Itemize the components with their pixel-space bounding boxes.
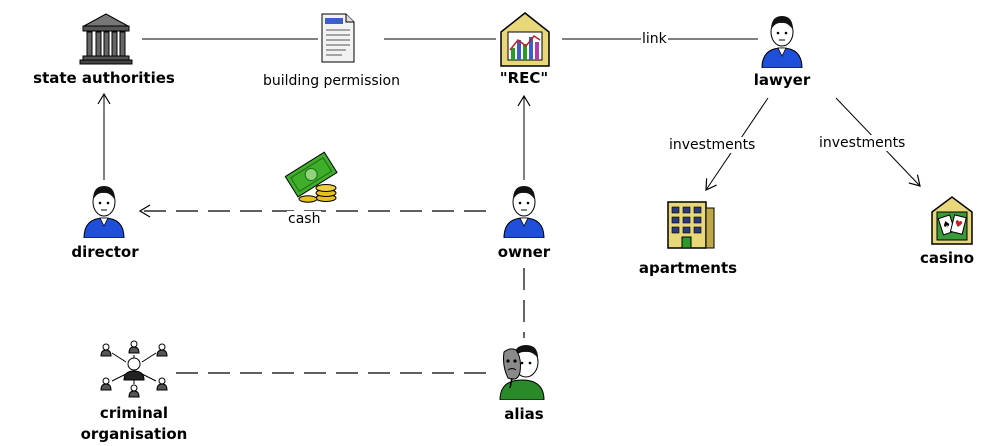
node-label-apartments: apartments	[638, 259, 738, 277]
apartment-building-icon	[667, 201, 715, 249]
node-label-state-authorities: state authorities	[33, 69, 175, 87]
node-label-criminal-organisation-line1: criminal	[99, 404, 169, 422]
svg-text:♥: ♥	[953, 219, 963, 231]
edge-label-link: link	[641, 31, 668, 47]
node-label-owner: owner	[497, 243, 551, 261]
edge-label-building-permission: building permission	[262, 73, 401, 89]
cash-icon	[284, 151, 338, 203]
person-icon	[761, 16, 803, 68]
masked-person-icon	[499, 345, 545, 400]
courthouse-icon	[79, 13, 133, 65]
edge-label-cash: cash	[287, 211, 322, 227]
node-label-alias: alias	[504, 405, 544, 423]
svg-text:♠: ♠	[941, 219, 952, 231]
node-label-lawyer: lawyer	[753, 71, 811, 89]
edge-label-investments-casino: investments	[818, 135, 907, 151]
casino-cards-icon: ♠ ♥	[931, 196, 973, 245]
node-label-rec: "REC"	[499, 69, 549, 87]
chart-building-icon	[500, 12, 550, 67]
network-group-icon	[100, 340, 168, 398]
node-label-casino: casino	[919, 249, 975, 267]
person-icon	[503, 186, 545, 238]
node-label-director: director	[71, 243, 139, 261]
person-icon	[83, 186, 125, 238]
document-icon	[321, 13, 355, 63]
node-label-criminal-organisation-line2: organisation	[80, 425, 188, 443]
edge-label-investments-apartments: investments	[668, 137, 757, 153]
